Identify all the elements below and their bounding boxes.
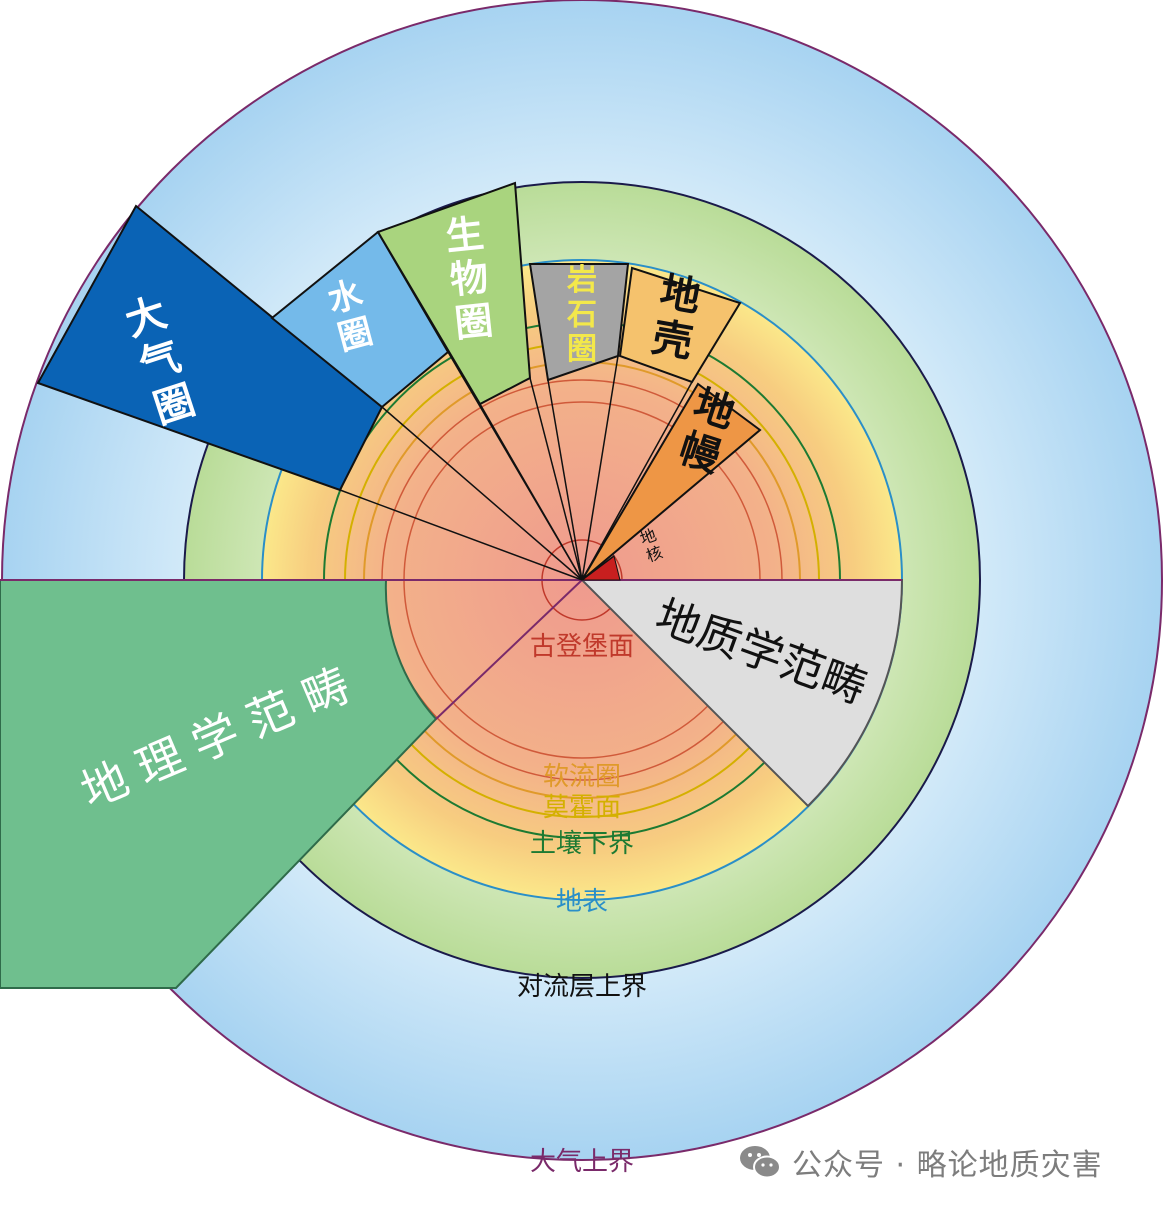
soil-lower-label: 土壤下界: [530, 829, 634, 859]
asthenosphere-label: 软流圈: [543, 762, 621, 792]
geography-divider-line: [435, 579, 583, 720]
radial-line: [381, 406, 583, 581]
radial-line: [339, 489, 583, 581]
wechat-icon: [740, 1146, 781, 1179]
radial-line: [529, 377, 583, 581]
atmosphere-top-label: 大气上界: [530, 1147, 634, 1177]
gutenberg-label: 古登堡面: [530, 632, 634, 662]
lithosphere-label: 岩石圈: [566, 263, 597, 367]
mantle-sector: [581, 382, 762, 581]
biosphere-label: 生物圈: [443, 211, 495, 346]
radial-line: [479, 403, 583, 581]
moho-label: 莫霍面: [543, 793, 621, 823]
watermark: 公众号 · 略论地质灾害: [738, 1140, 1103, 1184]
geology-sector: [579, 579, 904, 808]
radial-line: [547, 379, 583, 581]
surface-label: 地表: [556, 887, 608, 917]
core-label: 地核: [637, 525, 665, 566]
radial-line: [581, 555, 615, 581]
radial-line: [581, 381, 693, 581]
troposphere-top-label: 对流层上界: [517, 972, 647, 1002]
watermark-text: 公众号 · 略论地质灾害: [792, 1148, 1103, 1183]
crust-label: 地壳: [649, 269, 704, 367]
radial-line: [581, 355, 619, 581]
